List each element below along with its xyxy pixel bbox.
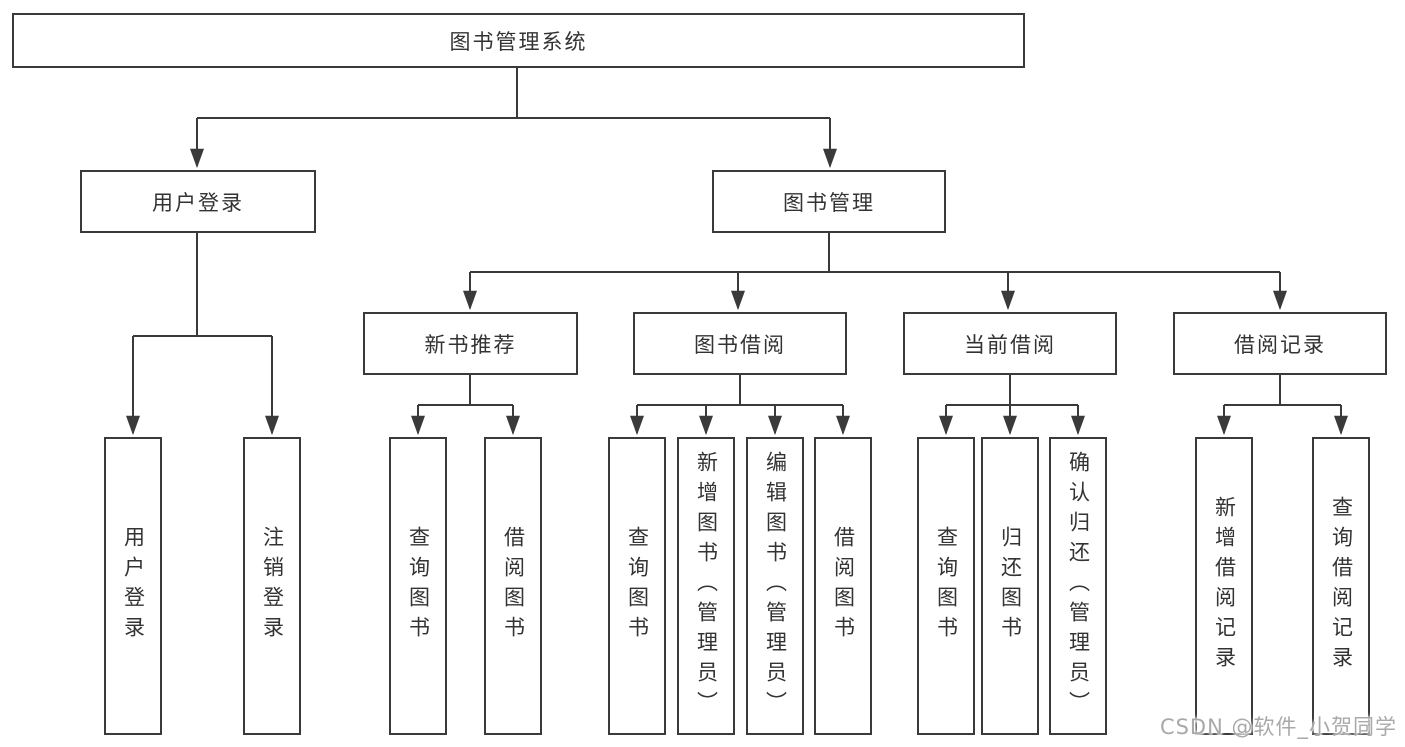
- leaf-label: 归还图书: [998, 526, 1023, 646]
- leaf-label: 查询图书: [625, 526, 650, 646]
- node-user-login: 用户登录: [80, 170, 316, 233]
- connector-borrow-tee: [637, 375, 843, 406]
- leaf-label: 借阅图书: [831, 526, 856, 646]
- leaf-label: 查询图书: [406, 526, 431, 646]
- node-label: 当前借阅: [964, 332, 1056, 357]
- node-label: 图书管理系统: [449, 29, 588, 54]
- connector-root-tee: [197, 68, 830, 119]
- leaf-label: 注销登录: [260, 526, 285, 646]
- connector-bookmgmt-tee: [470, 233, 1280, 273]
- node-book-management: 图书管理: [712, 170, 946, 233]
- leaf-logout: 注销登录: [243, 437, 301, 735]
- node-label: 新书推荐: [424, 332, 517, 357]
- node-system-root: 图书管理系统: [12, 13, 1025, 68]
- leaf-label: 查询图书: [934, 526, 959, 646]
- leaf-query-books-3: 查询图书: [917, 437, 975, 735]
- node-label: 用户登录: [152, 190, 244, 215]
- leaf-edit-books-admin: 编辑图书（管理员）: [746, 437, 804, 735]
- connector-newbook-tee: [418, 375, 513, 406]
- node-borrow-records: 借阅记录: [1173, 312, 1387, 375]
- leaf-borrow-books-2: 借阅图书: [814, 437, 872, 735]
- leaf-label: 新增借阅记录: [1212, 496, 1237, 676]
- leaf-label: 用户登录: [121, 526, 146, 646]
- node-label: 图书借阅: [694, 332, 786, 357]
- leaf-confirm-return-admin: 确认归还（管理员）: [1049, 437, 1107, 735]
- leaf-query-borrow-record: 查询借阅记录: [1312, 437, 1370, 735]
- leaf-user-login: 用户登录: [104, 437, 162, 735]
- leaf-add-borrow-record: 新增借阅记录: [1195, 437, 1253, 735]
- leaf-return-books: 归还图书: [981, 437, 1039, 735]
- leaf-add-books-admin: 新增图书（管理员）: [677, 437, 735, 735]
- leaf-query-books-2: 查询图书: [608, 437, 666, 735]
- leaf-label: 借阅图书: [501, 526, 526, 646]
- connector-userlogin-tee: [133, 233, 272, 337]
- connector-current-tee: [946, 375, 1078, 406]
- connector-records-tee: [1224, 375, 1341, 406]
- leaf-borrow-books: 借阅图书: [484, 437, 542, 735]
- leaf-label: 查询借阅记录: [1329, 496, 1354, 676]
- leaf-label: 确认归还（管理员）: [1066, 451, 1091, 721]
- node-current-borrow: 当前借阅: [903, 312, 1117, 375]
- leaf-label: 新增图书（管理员）: [694, 451, 719, 721]
- node-new-book-recommend: 新书推荐: [363, 312, 578, 375]
- node-book-borrow: 图书借阅: [633, 312, 847, 375]
- leaf-query-books: 查询图书: [389, 437, 447, 735]
- node-label: 图书管理: [783, 190, 875, 215]
- leaf-label: 编辑图书（管理员）: [763, 451, 788, 721]
- node-label: 借阅记录: [1234, 332, 1326, 357]
